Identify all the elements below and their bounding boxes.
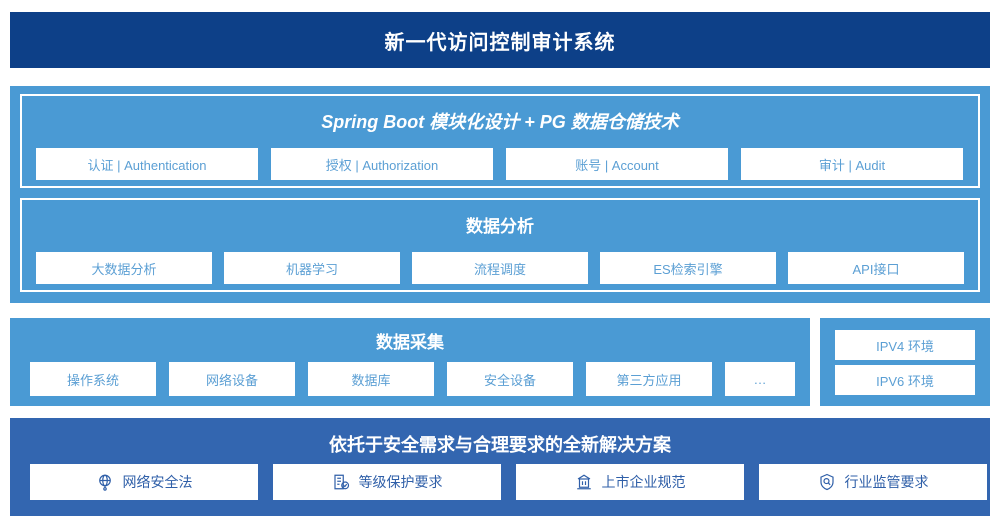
collection-section-title: 数据采集 bbox=[376, 333, 444, 352]
environment-panel: IPV4 环境 IPV6 环境 bbox=[820, 318, 990, 406]
environment-card-ipv4[interactable]: IPV4 环境 bbox=[835, 330, 975, 360]
analysis-card-bigdata[interactable]: 大数据分析 bbox=[36, 252, 212, 284]
platform-card-account[interactable]: 账号 | Account bbox=[506, 148, 728, 180]
card-label: 网络设备 bbox=[205, 372, 258, 388]
environment-card-ipv6[interactable]: IPV6 环境 bbox=[835, 365, 975, 395]
card-label: 安全设备 bbox=[483, 372, 536, 388]
analysis-card-api[interactable]: API接口 bbox=[788, 252, 964, 284]
analysis-card-machine-learning[interactable]: 机器学习 bbox=[224, 252, 400, 284]
card-label: 审计 | Audit bbox=[818, 157, 886, 173]
collection-card-more[interactable]: … bbox=[725, 362, 795, 396]
card-label: 认证 | Authentication bbox=[87, 157, 207, 173]
page-title: 新一代访问控制审计系统 bbox=[384, 31, 616, 54]
platform-section-title: Spring Boot 模块化设计 + PG 数据仓储技术 bbox=[321, 112, 679, 132]
analysis-section: 数据分析 大数据分析 机器学习 流程调度 ES检索引擎 API接口 bbox=[20, 198, 980, 292]
card-label: … bbox=[753, 371, 767, 387]
analysis-section-title: 数据分析 bbox=[466, 217, 534, 236]
card-label: IPV4 环境 bbox=[876, 338, 934, 354]
collection-panel: 数据采集 操作系统 网络设备 数据库 安全设备 第三方应用 … bbox=[10, 318, 810, 406]
collection-card-operating-system[interactable]: 操作系统 bbox=[30, 362, 156, 396]
card-label: 第三方应用 bbox=[616, 372, 682, 388]
compliance-card-industry-regulation[interactable]: 行业监管要求 bbox=[759, 464, 987, 500]
collection-card-network-device[interactable]: 网络设备 bbox=[169, 362, 295, 396]
card-label: 流程调度 bbox=[473, 261, 526, 277]
platform-card-audit[interactable]: 审计 | Audit bbox=[741, 148, 963, 180]
card-label: 大数据分析 bbox=[91, 261, 157, 277]
card-label: 网络安全法 bbox=[122, 474, 193, 490]
bank-building-icon bbox=[575, 473, 593, 491]
card-label: 操作系统 bbox=[66, 372, 119, 388]
platform-section: Spring Boot 模块化设计 + PG 数据仓储技术 认证 | Authe… bbox=[20, 94, 980, 188]
platform-analysis-panel: Spring Boot 模块化设计 + PG 数据仓储技术 认证 | Authe… bbox=[10, 86, 990, 303]
card-label: 授权 | Authorization bbox=[325, 157, 439, 173]
card-label: 上市企业规范 bbox=[601, 474, 686, 490]
analysis-card-es-search[interactable]: ES检索引擎 bbox=[600, 252, 776, 284]
collection-card-third-party-app[interactable]: 第三方应用 bbox=[586, 362, 712, 396]
analysis-card-process-scheduling[interactable]: 流程调度 bbox=[412, 252, 588, 284]
compliance-card-cybersecurity-law[interactable]: 网络安全法 bbox=[30, 464, 258, 500]
card-label: IPV6 环境 bbox=[876, 373, 934, 389]
compliance-section-title: 依托于安全需求与合理要求的全新解决方案 bbox=[329, 435, 671, 455]
platform-card-authentication[interactable]: 认证 | Authentication bbox=[36, 148, 258, 180]
card-label: ES检索引擎 bbox=[653, 261, 723, 277]
document-check-icon bbox=[332, 473, 350, 491]
collection-card-database[interactable]: 数据库 bbox=[308, 362, 434, 396]
card-label: 数据库 bbox=[351, 372, 391, 388]
card-label: 机器学习 bbox=[285, 261, 338, 277]
globe-icon bbox=[96, 473, 114, 491]
platform-card-authorization[interactable]: 授权 | Authorization bbox=[271, 148, 493, 180]
card-label: 账号 | Account bbox=[575, 157, 659, 173]
compliance-card-listed-company-standard[interactable]: 上市企业规范 bbox=[516, 464, 744, 500]
shield-search-icon bbox=[818, 473, 836, 491]
compliance-card-classified-protection[interactable]: 等级保护要求 bbox=[273, 464, 501, 500]
card-label: API接口 bbox=[852, 261, 900, 277]
card-label: 等级保护要求 bbox=[358, 474, 443, 490]
collection-card-security-device[interactable]: 安全设备 bbox=[447, 362, 573, 396]
compliance-panel: 依托于安全需求与合理要求的全新解决方案 网络安全法 bbox=[10, 418, 990, 516]
card-label: 行业监管要求 bbox=[844, 474, 929, 490]
page-header: 新一代访问控制审计系统 bbox=[10, 12, 990, 68]
